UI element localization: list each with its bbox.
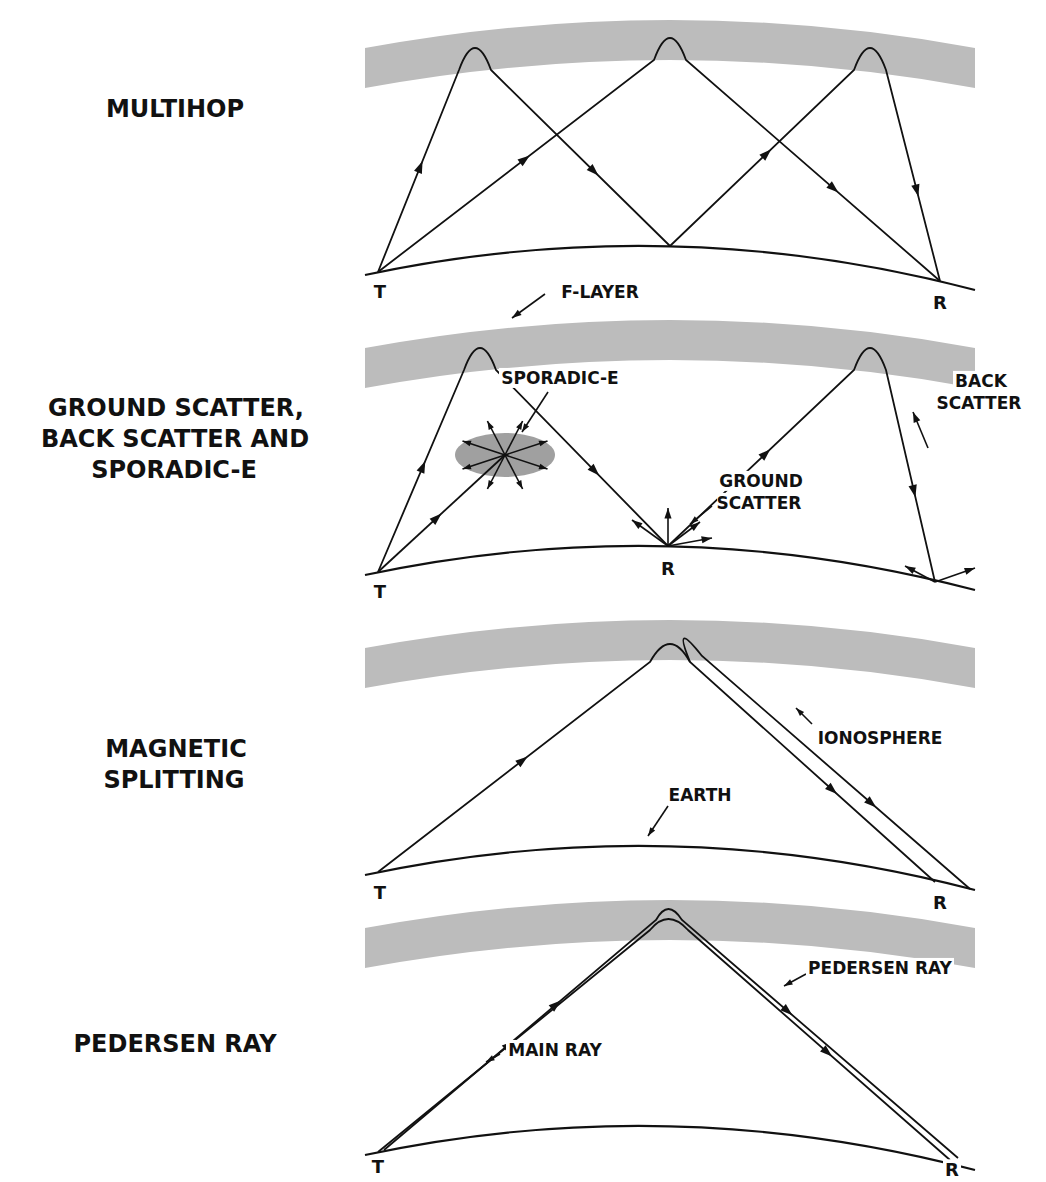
station-letter: T	[365, 881, 395, 904]
panel-title: MULTIHOP	[25, 94, 325, 125]
ray-path	[378, 644, 935, 882]
back-scatter-arrow	[913, 412, 928, 448]
effect-label: BACK SCATTER	[935, 370, 1025, 414]
station-letter: T	[363, 1155, 393, 1178]
leader-arrow	[784, 974, 806, 986]
arrowhead	[913, 412, 920, 423]
leader-arrow	[648, 806, 668, 836]
leader-arrow	[796, 708, 812, 724]
arrowhead	[759, 149, 771, 161]
arrowhead	[512, 310, 522, 318]
arrowhead	[909, 484, 917, 497]
arrowhead	[516, 480, 523, 489]
arrowhead	[487, 421, 494, 430]
ray-path	[668, 348, 935, 582]
panel-title: MAGNETIC SPLITTING	[60, 734, 290, 796]
earth-surface	[365, 546, 975, 590]
ray-label: MAIN RAY	[500, 1039, 610, 1061]
station-letter: T	[365, 280, 395, 303]
layer-label: IONOSPHERE	[810, 727, 950, 749]
arrowhead	[632, 520, 643, 529]
layer-label: F-LAYER	[545, 281, 655, 303]
station-letter: R	[925, 891, 955, 914]
arrowhead	[758, 449, 770, 461]
arrowhead	[701, 536, 712, 543]
arrowhead	[414, 161, 422, 174]
arrowhead	[864, 796, 876, 807]
arrowhead	[515, 757, 527, 768]
ray-path	[683, 638, 970, 889]
arrowhead	[463, 441, 472, 447]
ray-path	[384, 909, 958, 1158]
arrowhead	[825, 783, 837, 794]
scatter-arrow	[505, 455, 523, 489]
ray-path	[378, 348, 668, 572]
arrowhead	[549, 1001, 561, 1012]
arrowhead	[487, 480, 494, 489]
earth-surface	[365, 246, 975, 290]
arrowhead	[538, 464, 547, 470]
region-label: SPORADIC-E	[490, 367, 630, 389]
arrowhead	[964, 568, 975, 575]
arrowhead	[417, 461, 426, 474]
leader-arrow	[690, 506, 712, 524]
arrowhead	[911, 184, 919, 197]
scatter-arrow	[905, 566, 935, 582]
arrowhead	[522, 423, 529, 432]
ray-path	[378, 455, 505, 572]
arrowhead	[690, 516, 698, 524]
arrowhead	[538, 441, 547, 447]
arrowhead	[780, 1004, 792, 1015]
scatter-arrow	[487, 421, 505, 455]
sporadic-e-cloud	[455, 433, 555, 477]
arrowhead	[820, 1045, 832, 1056]
arrowhead	[784, 979, 793, 986]
ionosphere-band	[365, 320, 975, 388]
arrowhead	[587, 164, 599, 176]
arrowhead	[664, 508, 671, 518]
layer-label: EARTH	[655, 784, 745, 806]
arrowhead	[905, 566, 916, 574]
ray-label: PEDERSEN RAY	[800, 957, 960, 979]
scatter-arrow	[632, 520, 668, 546]
arrowhead	[588, 464, 600, 476]
arrowhead	[486, 1055, 495, 1062]
scatter-arrow	[935, 568, 975, 582]
earth-surface	[365, 1126, 975, 1170]
arrowhead	[463, 464, 472, 470]
station-letter: T	[365, 580, 395, 603]
station-letter: R	[653, 557, 683, 580]
arrowhead	[516, 421, 523, 430]
panel-title: PEDERSEN RAY	[45, 1029, 305, 1060]
ray-path	[378, 919, 950, 1160]
leader-arrow	[522, 392, 548, 432]
ionosphere-band	[365, 620, 975, 688]
scatter-arrow	[505, 441, 547, 455]
arrowhead	[430, 514, 442, 525]
scatter-arrow	[463, 455, 505, 469]
earth-surface	[365, 846, 975, 890]
leader-arrow	[486, 1054, 500, 1062]
arrowhead	[826, 181, 838, 192]
arrowhead	[648, 827, 655, 836]
arrowhead	[796, 708, 804, 716]
effect-label: GROUND SCATTER	[700, 470, 820, 514]
arrowhead	[517, 155, 529, 166]
panel-title: GROUND SCATTER, BACK SCATTER AND SPORADI…	[15, 393, 335, 487]
station-letter: R	[937, 1158, 967, 1181]
station-letter: R	[925, 291, 955, 314]
leader-arrow	[512, 294, 545, 318]
ray-path	[378, 38, 940, 281]
